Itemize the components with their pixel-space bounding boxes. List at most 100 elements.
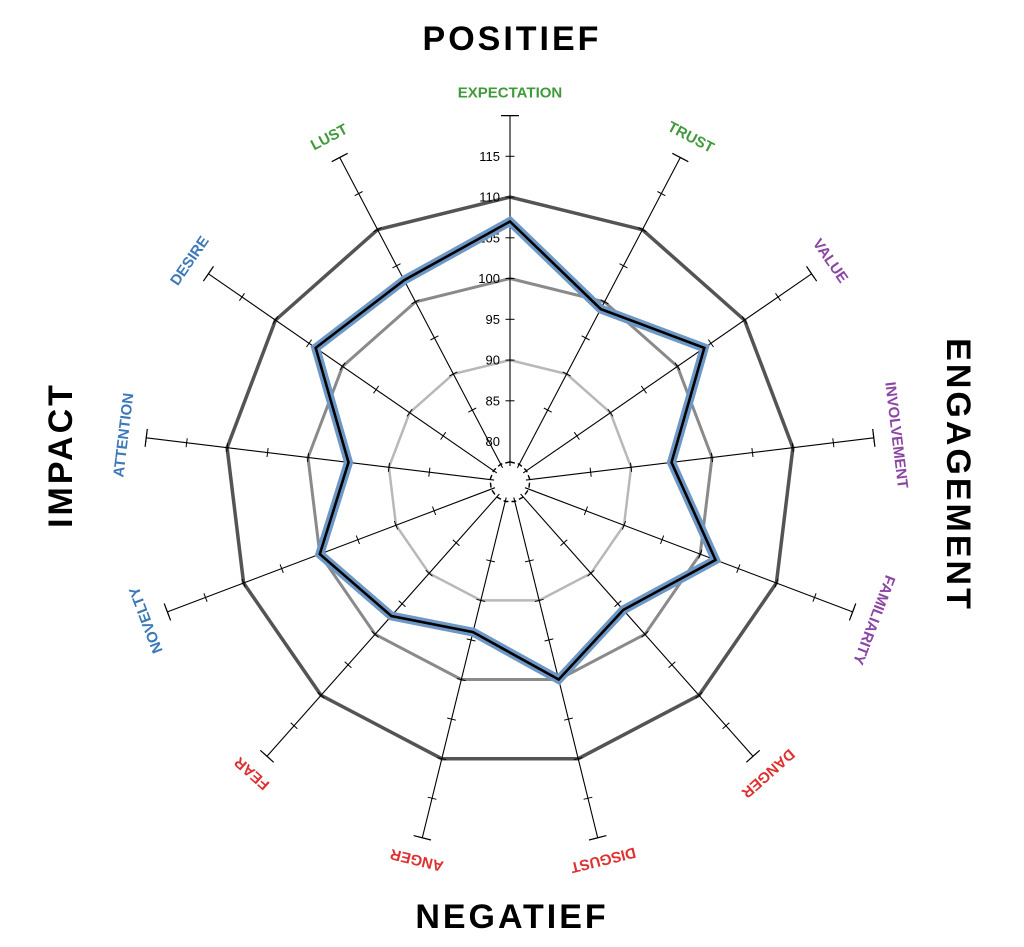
axis-line <box>339 157 504 469</box>
axis-end-cap <box>202 266 214 282</box>
axis-label-fear: FEAR <box>231 753 273 793</box>
axis-tick <box>544 638 554 642</box>
axis-label-trust: TRUST <box>665 118 717 156</box>
quadrant-label-left: IMPACT <box>42 382 80 528</box>
axis-end-cap <box>588 835 607 841</box>
axis-tick <box>560 539 568 547</box>
axis-tick <box>440 431 447 440</box>
axis-tick <box>468 407 477 413</box>
radar-series <box>310 215 722 686</box>
axis-label-involvement: INVOLVEMENT <box>881 381 911 490</box>
axis-tick <box>266 448 269 458</box>
axis-tick <box>447 717 457 721</box>
quadrant-label-top: POSITIEF <box>423 20 602 58</box>
axis-tick <box>425 569 433 577</box>
axis-tick <box>398 600 406 608</box>
axis-end-cap <box>413 835 432 841</box>
axis-tick <box>290 722 298 730</box>
axis-tick <box>583 506 588 516</box>
tick-label: 115 <box>479 149 500 164</box>
axis-tick <box>621 520 627 530</box>
axis-label-expectation: EXPECTATION <box>458 85 562 102</box>
axis-tick <box>630 462 633 472</box>
tick-label: 90 <box>486 353 500 368</box>
axis-tick <box>371 630 379 638</box>
axis-end-cap <box>331 152 348 163</box>
axis-tick <box>741 316 748 325</box>
axis-tick <box>640 385 647 394</box>
axis-tick <box>393 520 399 530</box>
axis-tick <box>573 431 580 440</box>
axis-tick <box>641 630 649 638</box>
axis-tick <box>456 678 466 682</box>
axis-tick <box>638 227 647 233</box>
axis-tick <box>339 362 346 371</box>
axis-tick <box>775 293 782 301</box>
axis-line <box>208 273 498 474</box>
series-line <box>314 219 718 682</box>
axis-line <box>421 497 507 838</box>
axis-tick <box>581 335 590 341</box>
axis-tick <box>674 362 681 371</box>
axis-tick <box>432 506 437 516</box>
axis-tick <box>452 539 460 547</box>
axis-tick <box>600 299 609 305</box>
axis-tick <box>411 299 420 305</box>
axis-label-familiarity: FAMILIARITY <box>849 573 898 667</box>
axis-tick <box>695 691 703 699</box>
axis-label-lust: LUST <box>308 121 351 154</box>
axis-tick <box>344 661 352 669</box>
axis-tick <box>355 535 360 545</box>
axis-tick <box>427 796 437 800</box>
axis-tick <box>657 191 666 197</box>
axis-end-cap <box>163 603 172 621</box>
axis-tick <box>668 661 676 669</box>
series-glow <box>310 215 722 686</box>
axis-line <box>513 497 599 838</box>
axis-end-cap <box>672 152 689 163</box>
axis-tick <box>354 191 363 197</box>
axis-line <box>524 487 853 613</box>
axis-tick <box>619 263 628 269</box>
axis-end-cap <box>872 428 876 447</box>
axis-tick <box>614 600 622 608</box>
axis-label-anger: ANGER <box>388 845 445 875</box>
axis-tick <box>238 293 245 301</box>
axis-tick <box>317 691 325 699</box>
axis-tick <box>373 227 382 233</box>
axis-tick <box>203 593 208 602</box>
axis-tick <box>698 549 703 559</box>
axis-tick <box>185 438 188 448</box>
axis-tick <box>392 263 401 269</box>
axis-tick <box>306 339 313 348</box>
axis-tick <box>832 438 835 448</box>
axis-tick <box>241 578 246 588</box>
axis-end-cap <box>259 749 275 763</box>
axis-tick <box>226 443 229 453</box>
axis-end-cap <box>745 749 761 763</box>
quadrant-label-right: ENGAGEMENT <box>939 338 977 612</box>
radar-axes <box>144 114 876 841</box>
axis-line <box>525 437 874 481</box>
axis-tick <box>812 593 817 602</box>
ring-90 <box>387 358 633 602</box>
axis-line <box>167 487 496 613</box>
axis-tick <box>476 598 486 602</box>
axis-tick <box>587 569 595 577</box>
axis-tick <box>430 335 439 341</box>
axis-tick <box>534 598 544 602</box>
axis-end-cap <box>848 603 857 621</box>
axis-label-desire: DESIRE <box>167 233 213 289</box>
tick-label: 85 <box>486 393 500 408</box>
axis-tick <box>437 757 447 761</box>
axis-label-novelty: NOVELTY <box>126 584 167 655</box>
axis-tick <box>279 564 284 573</box>
axis-tick <box>406 408 413 417</box>
tick-label: 80 <box>486 434 500 449</box>
axis-end-cap <box>806 266 818 282</box>
axis-tick <box>524 559 534 563</box>
axis-tick <box>387 462 390 472</box>
axis-tick <box>707 339 714 348</box>
